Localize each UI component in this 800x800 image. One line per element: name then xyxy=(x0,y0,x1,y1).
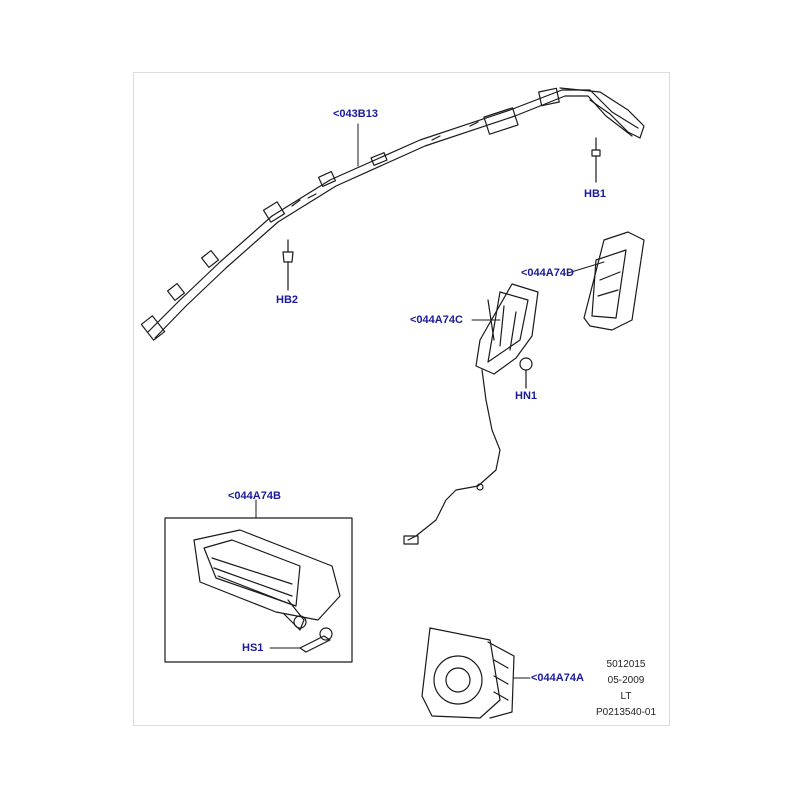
callout-044a74c[interactable]: <044A74C xyxy=(410,314,463,326)
callout-044a74b[interactable]: <044A74B xyxy=(228,490,281,502)
drawing-number: 5012015 xyxy=(606,659,646,670)
passenger-airbag-box xyxy=(164,517,353,663)
knee-airbag-d xyxy=(583,231,645,331)
driver-airbag-a xyxy=(421,627,515,719)
screw-hs1 xyxy=(299,627,333,653)
callout-hs1[interactable]: HS1 xyxy=(242,642,264,654)
bolt-hb1 xyxy=(591,137,601,183)
callout-hn1[interactable]: HN1 xyxy=(515,390,538,402)
diagram-frame xyxy=(133,72,670,726)
bolt-hb2 xyxy=(282,239,294,291)
drawing-reference: P0213540-01 xyxy=(595,707,657,718)
callout-044a74d[interactable]: <044A74D xyxy=(521,267,574,279)
drawing-code: LT xyxy=(620,691,632,702)
callout-hb1[interactable]: HB1 xyxy=(584,188,607,200)
drawing-date: 05-2009 xyxy=(607,675,645,686)
callout-hb2[interactable]: HB2 xyxy=(276,294,299,306)
callout-044a74a[interactable]: <044A74A xyxy=(531,672,584,684)
leader-lines xyxy=(255,123,605,679)
curtain-airbag-rail xyxy=(140,87,645,341)
callout-043b13[interactable]: <043B13 xyxy=(333,108,378,120)
passenger-airbag-b xyxy=(193,529,341,631)
